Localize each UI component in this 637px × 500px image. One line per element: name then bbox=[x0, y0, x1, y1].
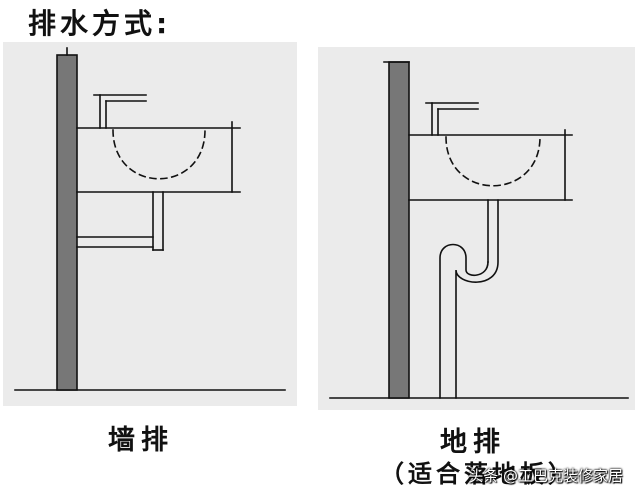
basin-bowl-right bbox=[445, 136, 541, 187]
left-diagram-panel bbox=[3, 42, 297, 406]
wall-left bbox=[56, 54, 78, 391]
right-diagram-panel bbox=[318, 47, 635, 410]
wall-drain-diagram bbox=[14, 47, 286, 391]
trap-pipe-bend-inner bbox=[439, 243, 489, 399]
caption-floor-drain: 地排 bbox=[440, 427, 506, 458]
floor-drain-diagram bbox=[329, 61, 629, 399]
wall-right bbox=[388, 61, 410, 399]
caption-wall-drain: 墙排 bbox=[108, 425, 174, 456]
basin-bowl-left bbox=[112, 129, 206, 180]
trap-pipe-bend-outer bbox=[455, 199, 499, 399]
caption-floor-note: （适合落地板） bbox=[380, 460, 576, 488]
page-title: 排水方式: bbox=[28, 7, 172, 40]
watermark: 头条 @工巴克装修家居 bbox=[468, 467, 623, 485]
